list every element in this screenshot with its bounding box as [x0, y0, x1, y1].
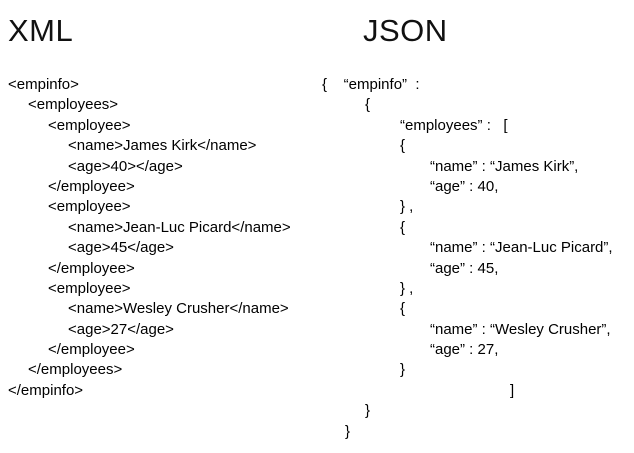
json-code-line: {: [400, 300, 406, 318]
xml-code-line: </employees>: [28, 361, 123, 379]
xml-code-block: <empinfo> <employees> <employee> <name>Jame…: [8, 75, 308, 401]
json-code-line: “employees” : [: [400, 116, 508, 134]
xml-code-line: </employee>: [48, 259, 135, 277]
json-code-line: “age” : 27,: [430, 341, 499, 359]
xml-code-line: <employees>: [28, 96, 119, 114]
json-code-line: } ,: [400, 279, 414, 297]
xml-code-line: <empinfo>: [8, 76, 79, 93]
json-code-line: “age” : 40,: [430, 177, 499, 195]
json-code-line: “name” : “Wesley Crusher”,: [430, 320, 611, 338]
xml-code-line: </empinfo>: [8, 381, 84, 399]
xml-code-line: <age>27</age>: [68, 320, 174, 338]
json-code-line: {: [400, 137, 406, 155]
json-code-line: “name” : “Jean-Luc Picard”,: [430, 239, 613, 257]
json-code-line: {: [400, 218, 406, 236]
xml-code-line: <name>Wesley Crusher</name>: [68, 300, 289, 318]
xml-code-line: <employee>: [48, 116, 131, 134]
json-code-line: }: [400, 361, 406, 379]
json-code-line: { “empinfo” :: [322, 76, 420, 93]
xml-code-line: <age>45</age>: [68, 239, 174, 257]
xml-panel-title: XML: [8, 13, 74, 48]
json-code-line: “age” : 45,: [430, 259, 499, 277]
xml-code-line: </employee>: [48, 177, 135, 195]
json-code-line: }: [345, 422, 351, 440]
xml-code-line: <name>James Kirk</name>: [68, 137, 257, 155]
json-code-line: ]: [510, 381, 515, 399]
json-code-line: {: [365, 96, 371, 114]
json-panel-title: JSON: [363, 13, 448, 48]
xml-code-line: </employee>: [48, 341, 135, 359]
xml-code-line: <age>40></age>: [68, 157, 183, 175]
json-code-block: { “empinfo” : { “employees” : [ { “name” : “…: [322, 75, 630, 442]
json-code-line: }: [365, 402, 371, 420]
xml-code-line: <employee>: [48, 279, 131, 297]
json-code-line: } ,: [400, 198, 414, 216]
json-code-line: “name” : “James Kirk”,: [430, 157, 579, 175]
xml-code-line: <name>Jean-Luc Picard</name>: [68, 218, 291, 236]
xml-code-line: <employee>: [48, 198, 131, 216]
